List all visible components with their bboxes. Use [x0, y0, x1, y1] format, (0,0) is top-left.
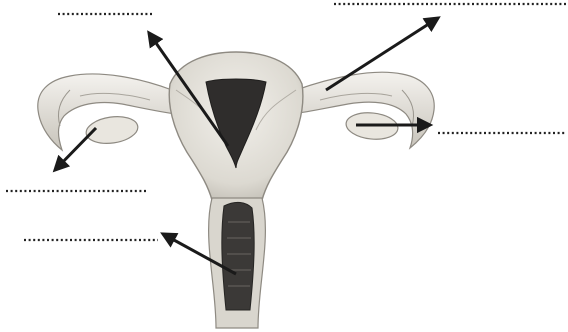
diagram-canvas [0, 0, 568, 332]
uterus-diagram [0, 0, 568, 332]
